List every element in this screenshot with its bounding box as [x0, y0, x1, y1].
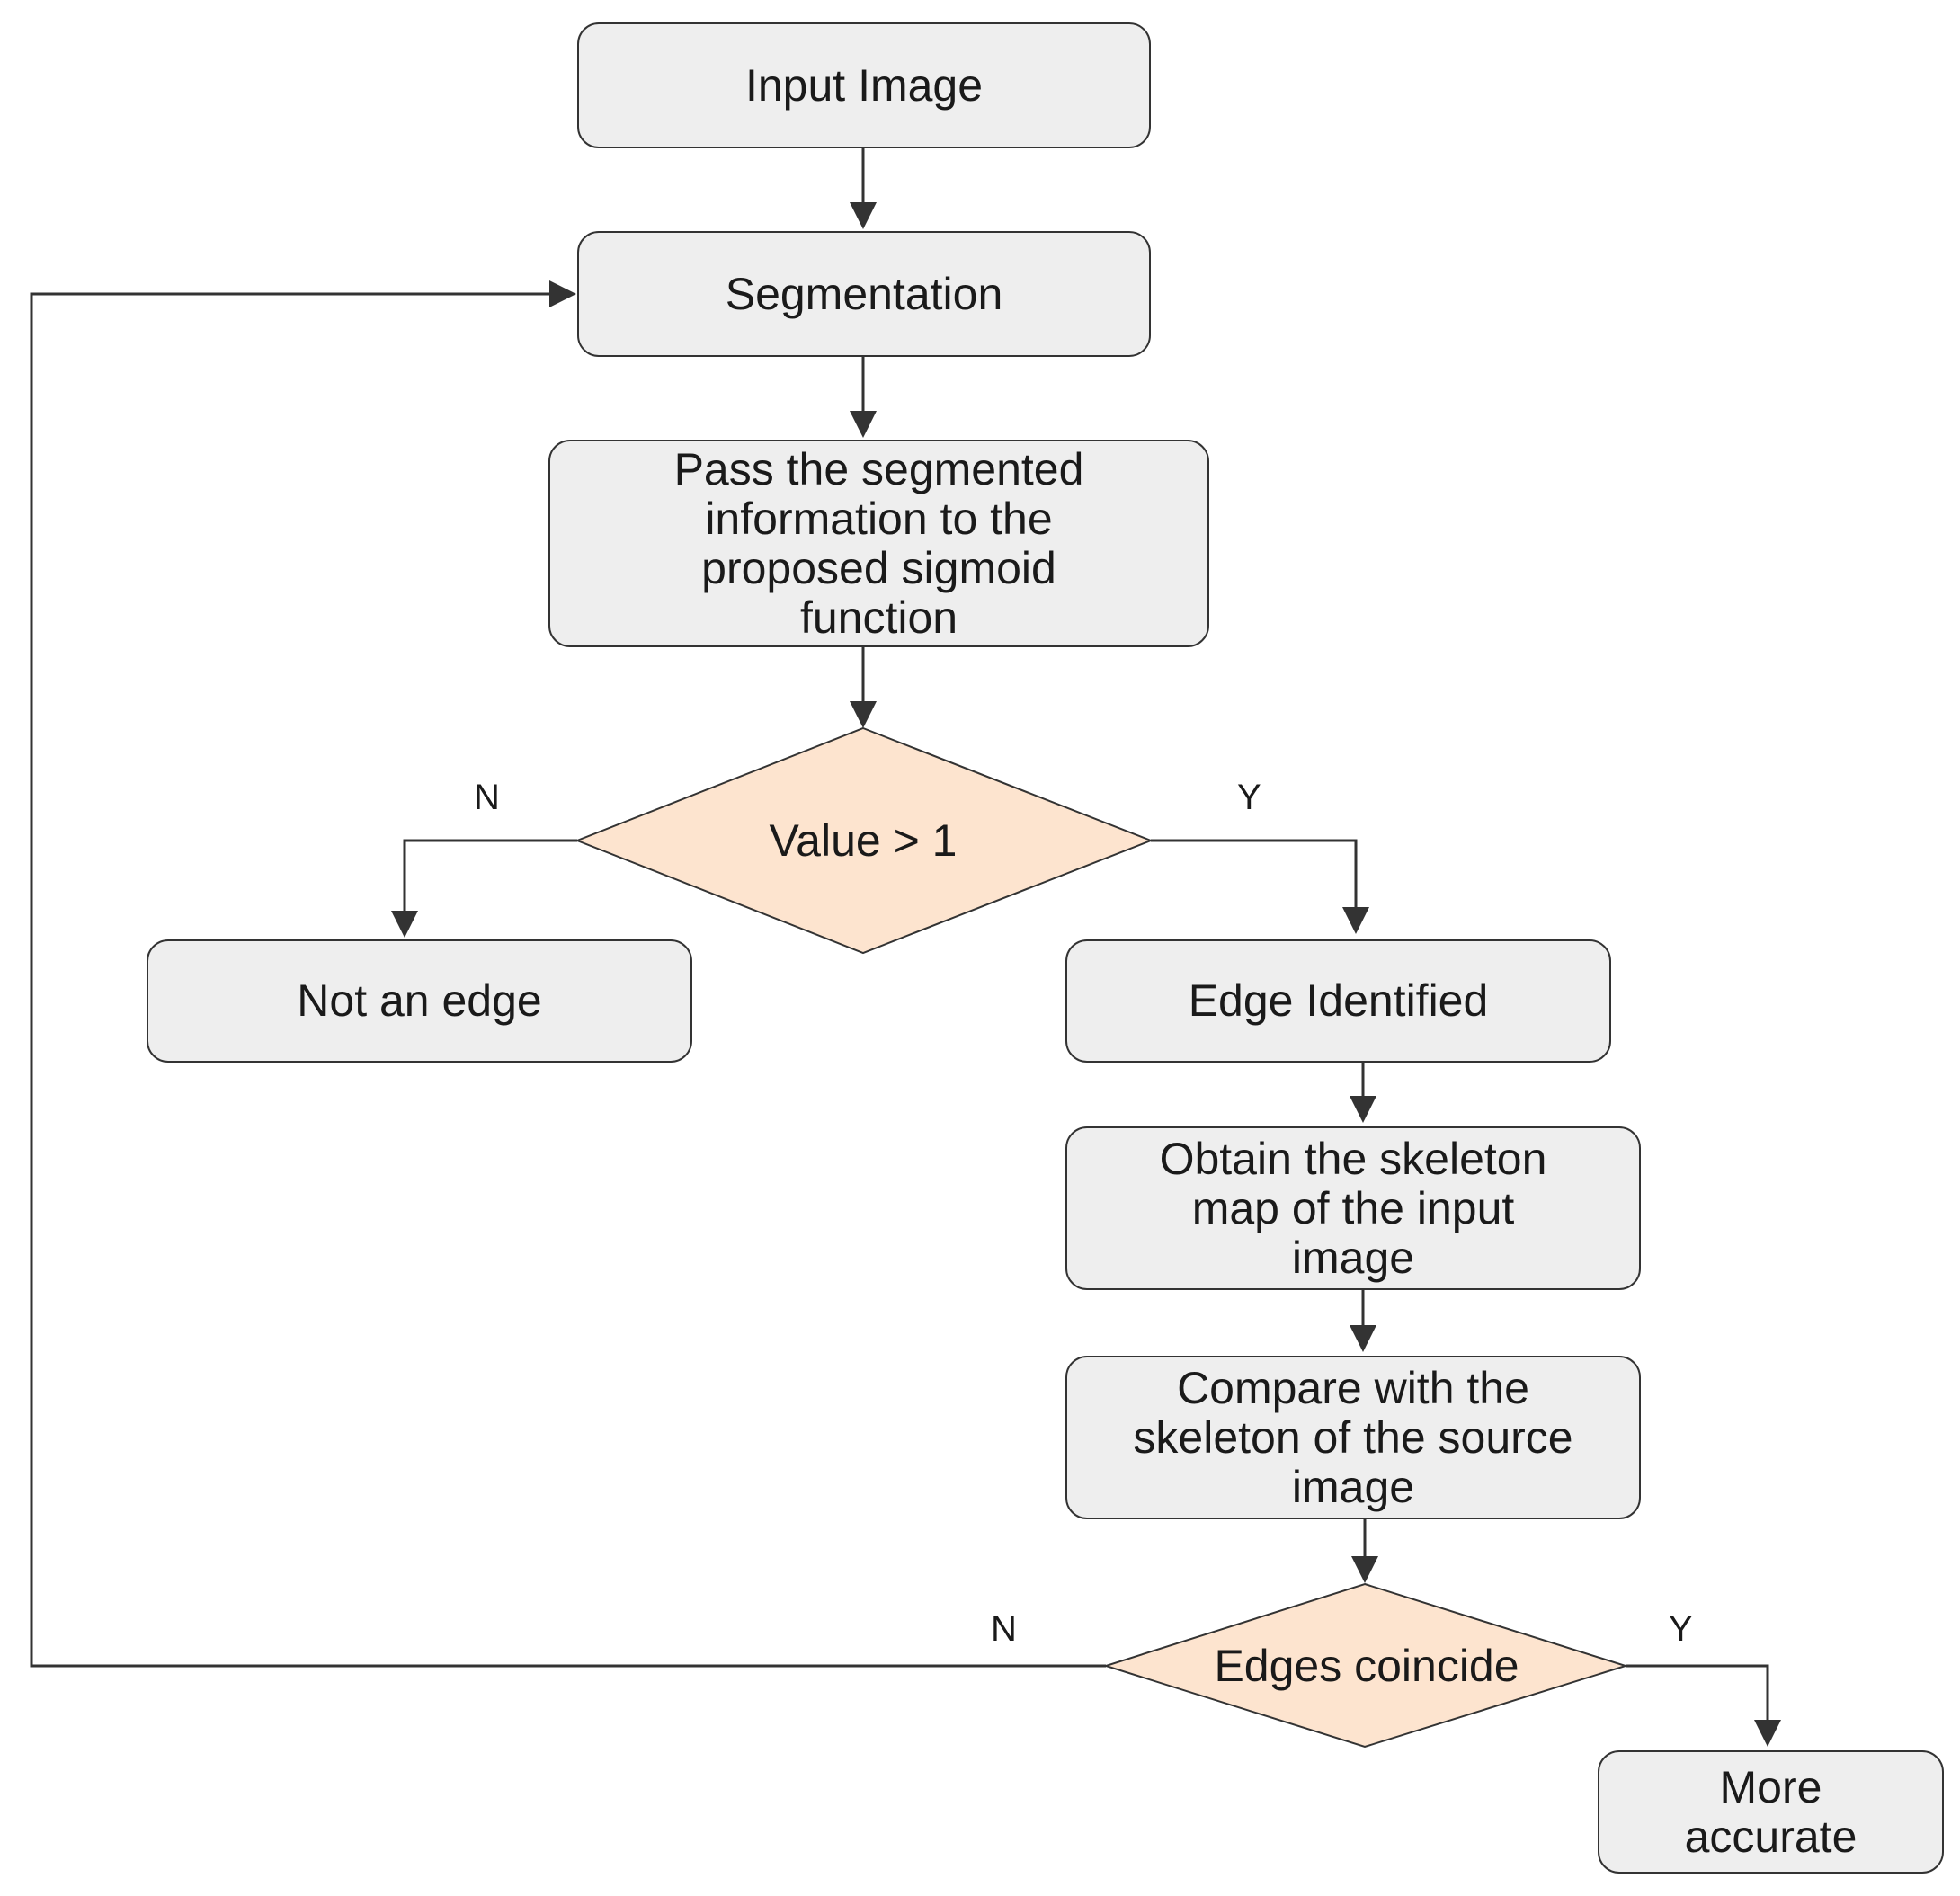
sigmoid-function-node: Pass the segmented information to the pr…: [548, 440, 1209, 647]
edges-decision-diamond: [1102, 1582, 1629, 1749]
arrow-edges-no-loop-to-segmentation: [30, 280, 1106, 1668]
segmentation-label: Segmentation: [725, 268, 1003, 319]
sigmoid-function-label: Pass the segmented information to the pr…: [673, 443, 1084, 643]
value-yes-label: Y: [1237, 778, 1261, 817]
segmentation-node: Segmentation: [577, 231, 1151, 357]
obtain-skeleton-label: Obtain the skeleton map of the input ima…: [1159, 1133, 1547, 1283]
edges-decision-label: Edges coincide: [1214, 1640, 1519, 1691]
value-decision-label: Value > 1: [769, 814, 958, 866]
compare-skeleton-label: Compare with the skeleton of the source …: [1133, 1362, 1573, 1512]
value-no-label: N: [474, 778, 500, 817]
more-accurate-node: More accurate: [1598, 1750, 1944, 1874]
compare-skeleton-node: Compare with the skeleton of the source …: [1065, 1356, 1641, 1519]
input-image-label: Input Image: [744, 59, 984, 111]
input-image-node: Input Image: [577, 22, 1151, 148]
more-accurate-label: More accurate: [1684, 1761, 1858, 1862]
edge-identified-node: Edge Identified: [1065, 939, 1611, 1063]
edges-yes-label: Y: [1669, 1609, 1693, 1649]
edges-no-label: N: [991, 1609, 1017, 1649]
edge-identified-label: Edge Identified: [1188, 975, 1489, 1026]
not-an-edge-label: Not an edge: [297, 975, 542, 1026]
arrow-edges-yes-to-more-accurate: [1626, 1664, 1781, 1747]
value-decision-diamond: [575, 726, 1154, 955]
arrow-value-yes-to-edge-identified: [1151, 839, 1369, 934]
arrow-value-no-to-not-an-edge: [391, 839, 577, 938]
obtain-skeleton-node: Obtain the skeleton map of the input ima…: [1065, 1126, 1641, 1290]
not-an-edge-node: Not an edge: [147, 939, 692, 1063]
